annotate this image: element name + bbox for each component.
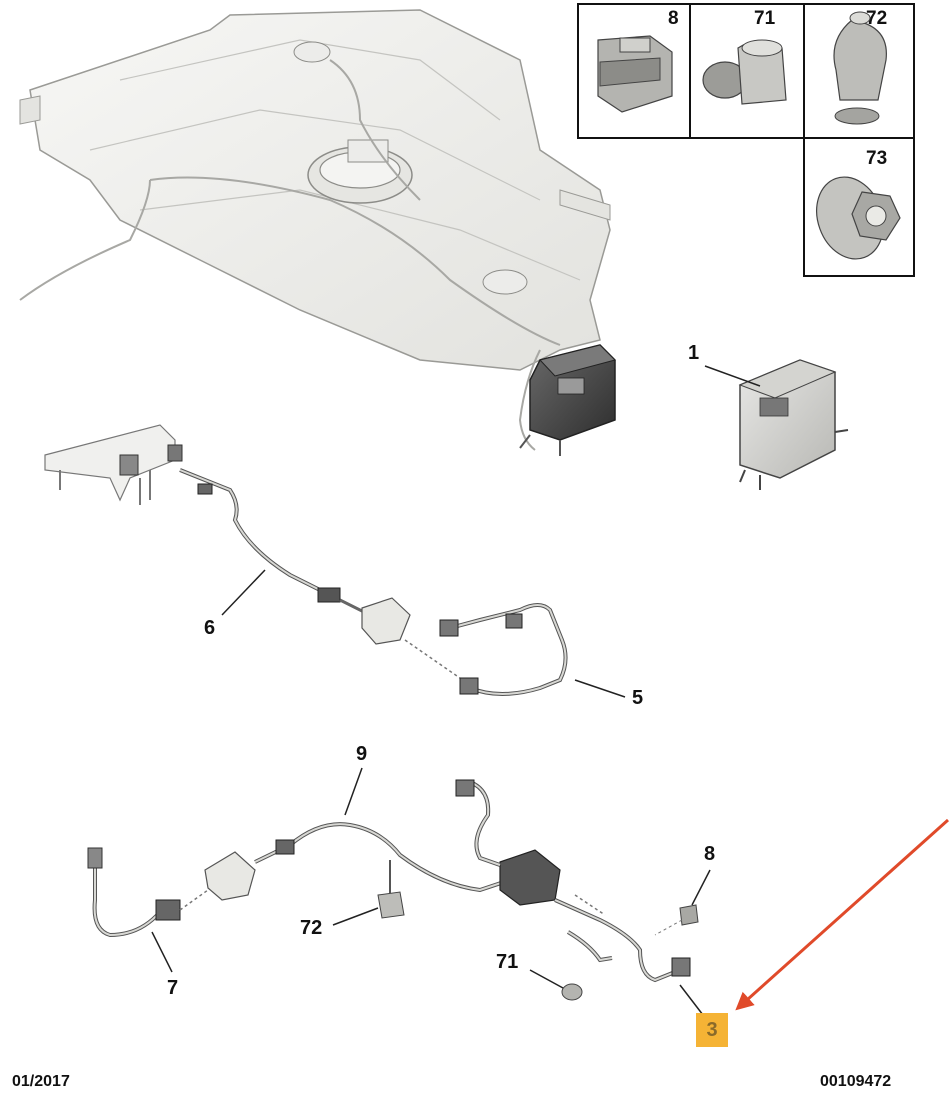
leader-7 — [151, 931, 173, 973]
callout-71: 71 — [496, 951, 519, 973]
leader-8b — [654, 919, 683, 936]
footer-date: 01/2017 — [12, 1073, 70, 1090]
inset-nut-73: 73 — [816, 148, 901, 260]
leader-9 — [344, 767, 363, 816]
leader-1 — [704, 365, 761, 387]
leader-6 — [221, 569, 266, 616]
leader-8 — [691, 869, 711, 906]
clip-72-installed — [377, 860, 405, 919]
leader-3 — [679, 984, 704, 1016]
inset-clip-71: 71 — [702, 8, 787, 105]
inset-label-71: 71 — [754, 8, 776, 29]
inset-clip-72: 72 — [833, 8, 887, 125]
inset-label-8: 8 — [668, 8, 679, 29]
pipe-part-7 — [87, 847, 256, 938]
pipe-part-3 — [554, 894, 691, 983]
leader-72 — [332, 907, 379, 926]
callout-7: 7 — [167, 977, 179, 999]
callout-1: 1 — [688, 342, 700, 364]
pipe-part-9 — [254, 779, 561, 906]
canister-part-1 — [738, 359, 849, 490]
callout-6: 6 — [204, 617, 216, 639]
footer-ref-number: 00109472 — [820, 1073, 892, 1090]
clip-71-installed — [561, 983, 583, 1001]
callout-3-highlighted: 3 — [696, 1013, 728, 1047]
fuel-tank — [19, 9, 611, 451]
callout-8: 8 — [704, 843, 716, 865]
leader-5 — [574, 679, 626, 698]
pipe-part-6 — [44, 424, 411, 645]
red-arrow — [735, 818, 950, 1011]
canister-installed — [519, 344, 616, 456]
clip-8-installed — [679, 904, 699, 926]
callout-5: 5 — [632, 687, 644, 709]
inset-label-72: 72 — [866, 8, 887, 29]
callout-9: 9 — [356, 743, 368, 765]
inset-label-73: 73 — [866, 148, 887, 169]
inset-clip-8: 8 — [597, 8, 679, 113]
callout-72: 72 — [300, 917, 323, 939]
leader-71 — [529, 969, 564, 989]
pipe-part-5 — [404, 603, 568, 696]
